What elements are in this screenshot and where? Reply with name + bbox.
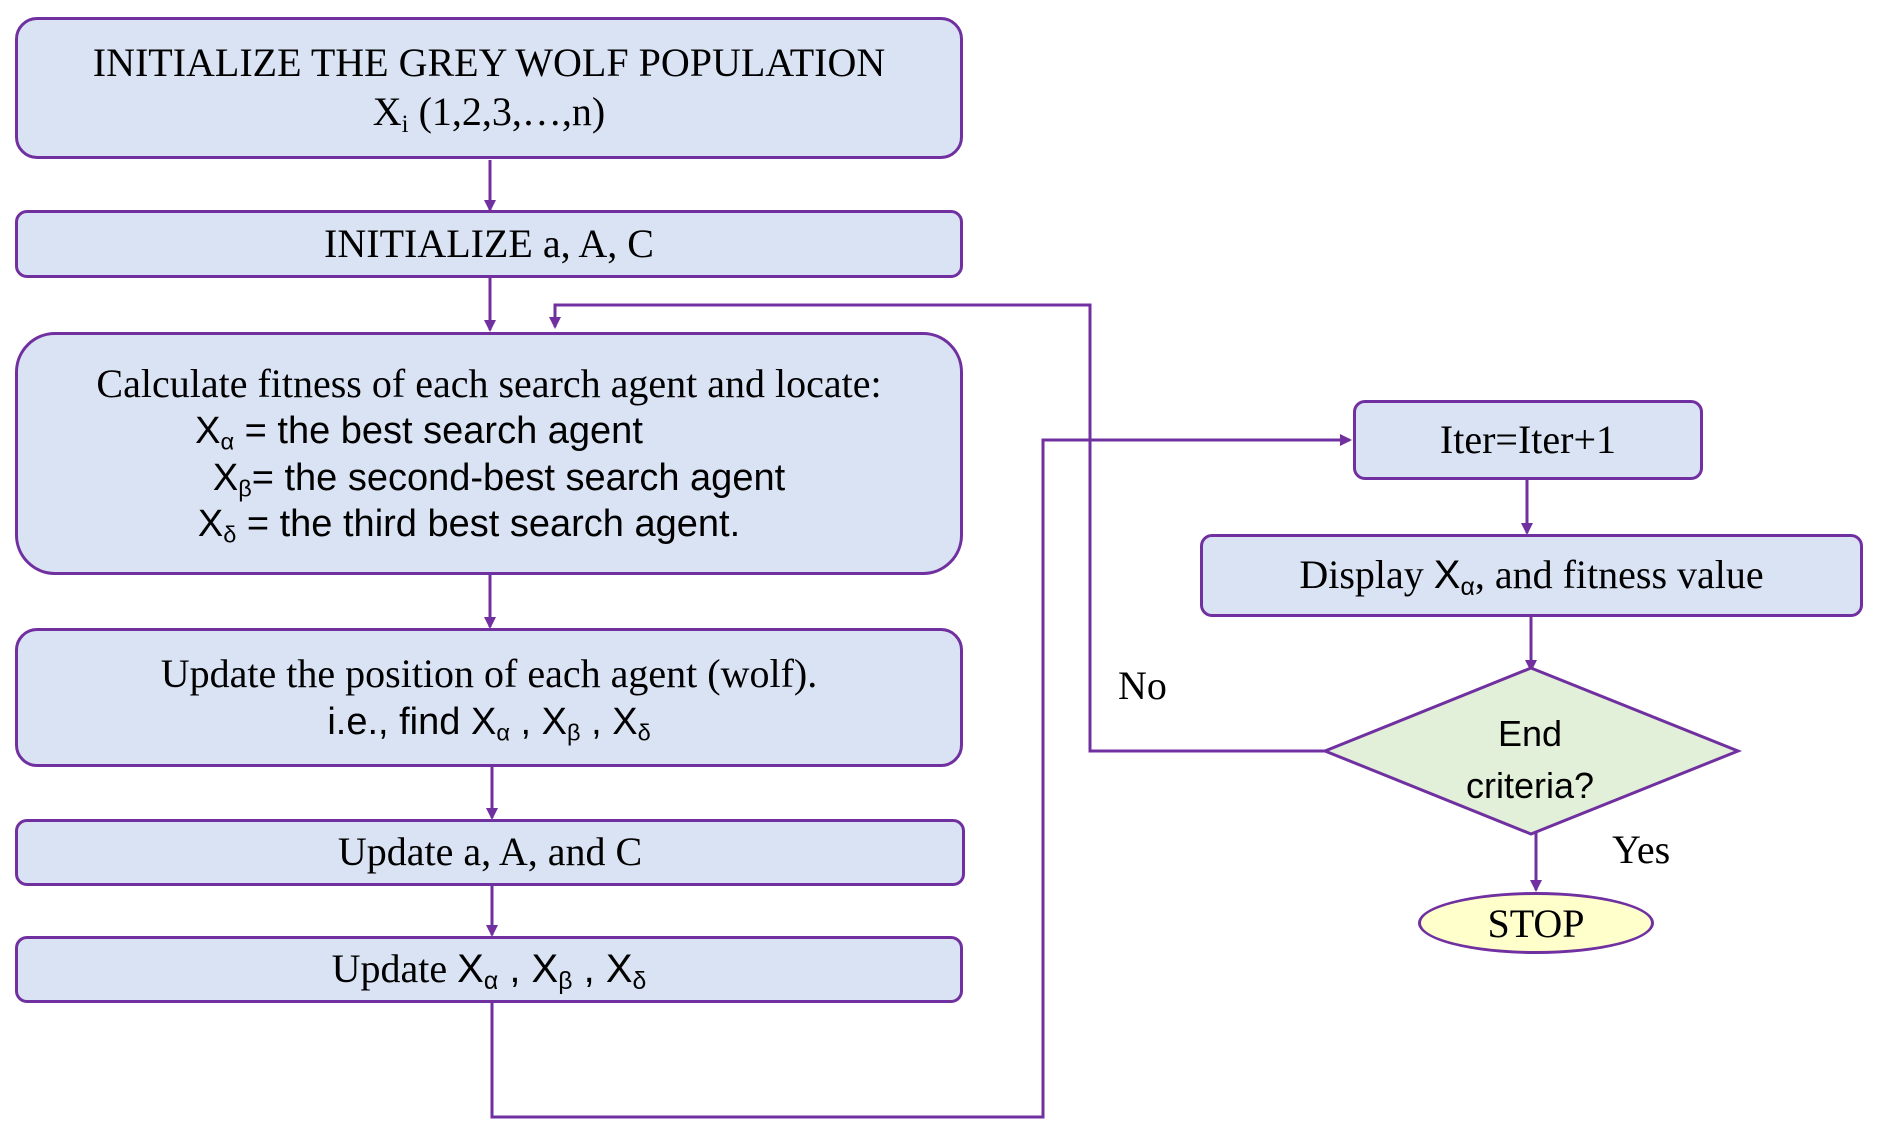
var-x: X xyxy=(605,947,633,992)
update-position-line1: Update the position of each agent (wolf)… xyxy=(160,650,818,696)
subscript-beta: β xyxy=(558,968,573,996)
fitness-delta-line: Xδ = the third best search agent. xyxy=(198,501,740,547)
var-x: X xyxy=(197,503,224,546)
display-prefix: Display xyxy=(1299,552,1434,598)
subscript-beta: β xyxy=(238,475,252,502)
decision-diamond xyxy=(1320,666,1743,836)
init-params-text: INITIALIZE a, A, C xyxy=(324,220,654,266)
update-params-box: Update a, A, and C xyxy=(15,819,965,886)
separator: , xyxy=(580,700,613,743)
fitness-line1: Calculate fitness of each search agent a… xyxy=(96,360,882,406)
display-suffix: , and fitness value xyxy=(1474,552,1764,598)
update-leaders-box: Update Xα , Xβ , Xδ xyxy=(15,936,963,1003)
var-x: X xyxy=(457,947,484,992)
stop-terminal: STOP xyxy=(1418,892,1654,954)
subscript-alpha: α xyxy=(220,428,235,455)
connector-leaders-to-iter xyxy=(490,434,1352,1119)
fitness-alpha-line: Xα = the best search agent xyxy=(195,408,643,454)
var-x: X xyxy=(531,947,559,992)
update-leaders-text: Update Xα , Xβ , Xδ xyxy=(332,945,647,994)
alpha-desc: = the best search agent xyxy=(234,410,643,453)
update-position-box: Update the position of each agent (wolf)… xyxy=(15,628,963,767)
yes-label: Yes xyxy=(1612,827,1671,872)
var-x: X xyxy=(195,410,221,453)
display-box: Display Xα, and fitness value xyxy=(1200,534,1863,617)
var-x: X xyxy=(372,89,402,134)
separator: , xyxy=(572,947,606,992)
decision-line1: End xyxy=(1497,712,1563,754)
separator: , xyxy=(509,700,542,743)
ie-prefix: i.e., find xyxy=(327,700,471,743)
update-prefix: Update xyxy=(331,946,458,992)
iter-box: Iter=Iter+1 xyxy=(1353,400,1703,480)
init-params-box: INITIALIZE a, A, C xyxy=(15,210,963,278)
iter-text: Iter=Iter+1 xyxy=(1439,416,1617,462)
init-population-line2: Xi (1,2,3,…,n) xyxy=(373,88,605,137)
subscript-i: i xyxy=(401,110,409,138)
delta-desc: = the third best search agent. xyxy=(236,503,741,546)
subscript-delta: δ xyxy=(632,968,647,996)
fitness-beta-line: Xβ= the second-best search agent xyxy=(213,455,785,501)
update-position-line2: i.e., find Xα , Xβ , Xδ xyxy=(327,699,650,745)
init-population-line1: INITIALIZE THE GREY WOLF POPULATION xyxy=(92,40,886,86)
subscript-alpha: α xyxy=(483,968,499,996)
var-x: X xyxy=(212,456,239,499)
no-label: No xyxy=(1118,663,1167,708)
var-x: X xyxy=(1433,553,1461,598)
var-x: X xyxy=(612,700,638,743)
display-text: Display Xα, and fitness value xyxy=(1299,551,1763,600)
init-population-box: INITIALIZE THE GREY WOLF POPULATION Xi (… xyxy=(15,17,963,159)
separator: , xyxy=(498,947,532,992)
decision-line2: criteria? xyxy=(1465,765,1595,806)
fitness-box: Calculate fitness of each search agent a… xyxy=(15,332,963,575)
var-x: X xyxy=(541,700,567,743)
update-params-text: Update a, A, and C xyxy=(337,829,643,875)
subscript-beta: β xyxy=(566,719,581,746)
beta-desc: = the second-best search agent xyxy=(251,456,786,499)
decision-label: End criteria? xyxy=(1325,695,1735,825)
subscript-delta: δ xyxy=(637,719,651,746)
connector-no-loop xyxy=(549,303,1325,753)
stop-text: STOP xyxy=(1487,900,1585,946)
subscript-delta: δ xyxy=(223,521,237,548)
subscript-alpha: α xyxy=(1460,574,1475,602)
var-x: X xyxy=(470,700,497,743)
index-range: (1,2,3,…,n) xyxy=(408,89,606,134)
subscript-alpha: α xyxy=(496,719,510,746)
